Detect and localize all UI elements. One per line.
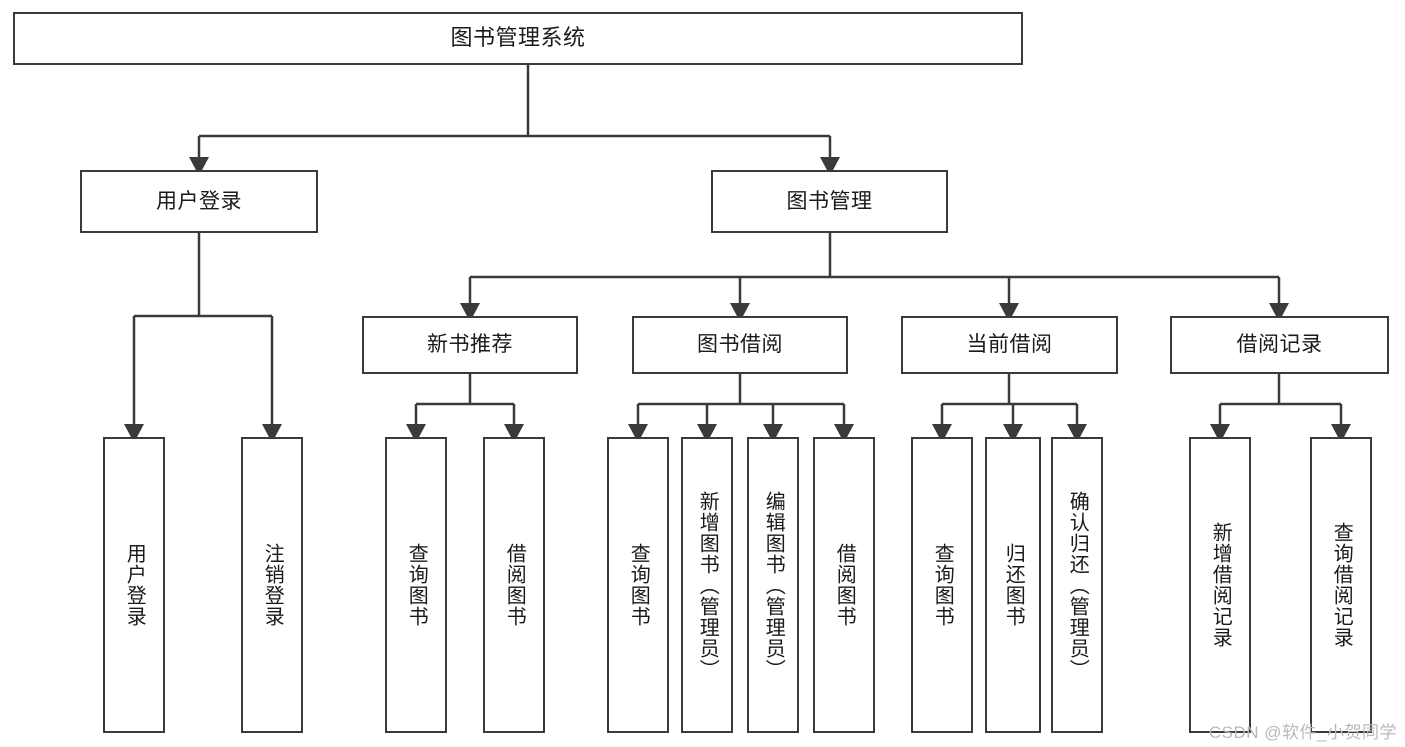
leaf-label: 借阅图书 bbox=[503, 543, 526, 627]
leaf-confirm-return-admin[interactable]: 确认归还（管理员） bbox=[1051, 437, 1103, 733]
leaf-query-book-current[interactable]: 查询图书 bbox=[911, 437, 973, 733]
leaf-user-logout[interactable]: 注销登录 bbox=[241, 437, 303, 733]
node-book-management[interactable]: 图书管理 bbox=[711, 170, 948, 233]
leaf-borrow-book[interactable]: 借阅图书 bbox=[813, 437, 875, 733]
leaf-label: 确认归还（管理员） bbox=[1066, 490, 1089, 680]
leaf-label: 注销登录 bbox=[261, 543, 284, 627]
leaf-add-book-admin[interactable]: 新增图书（管理员） bbox=[681, 437, 733, 733]
node-root-label: 图书管理系统 bbox=[450, 25, 586, 51]
leaf-label: 查询图书 bbox=[931, 543, 954, 627]
leaf-edit-book-admin[interactable]: 编辑图书（管理员） bbox=[747, 437, 799, 733]
node-root[interactable]: 图书管理系统 bbox=[13, 12, 1023, 65]
watermark: CSDN @软件_小贺同学 bbox=[1208, 723, 1397, 742]
leaf-return-book[interactable]: 归还图书 bbox=[985, 437, 1041, 733]
leaf-query-book-recommend[interactable]: 查询图书 bbox=[385, 437, 447, 733]
leaf-label: 新增图书（管理员） bbox=[696, 490, 719, 680]
leaf-borrow-book-recommend[interactable]: 借阅图书 bbox=[483, 437, 545, 733]
node-current-borrow-label: 当前借阅 bbox=[966, 333, 1053, 357]
leaf-label: 归还图书 bbox=[1002, 543, 1025, 627]
node-user-login[interactable]: 用户登录 bbox=[80, 170, 318, 233]
node-borrow-record-label: 借阅记录 bbox=[1236, 333, 1323, 357]
leaf-query-book-borrow[interactable]: 查询图书 bbox=[607, 437, 669, 733]
leaf-label: 查询借阅记录 bbox=[1330, 522, 1353, 648]
leaf-label: 查询图书 bbox=[627, 543, 650, 627]
node-borrow-record[interactable]: 借阅记录 bbox=[1170, 316, 1389, 374]
node-book-borrow-label: 图书借阅 bbox=[697, 333, 783, 357]
node-user-login-label: 用户登录 bbox=[156, 189, 242, 213]
leaf-label: 用户登录 bbox=[123, 543, 146, 627]
leaf-add-borrow-record[interactable]: 新增借阅记录 bbox=[1189, 437, 1251, 733]
leaf-label: 新增借阅记录 bbox=[1209, 522, 1232, 648]
leaf-label: 编辑图书（管理员） bbox=[762, 490, 785, 680]
leaf-user-login[interactable]: 用户登录 bbox=[103, 437, 165, 733]
node-current-borrow[interactable]: 当前借阅 bbox=[901, 316, 1118, 374]
node-new-book-recommend-label: 新书推荐 bbox=[427, 333, 513, 357]
leaf-label: 查询图书 bbox=[405, 543, 428, 627]
leaf-label: 借阅图书 bbox=[833, 543, 856, 627]
node-book-management-label: 图书管理 bbox=[786, 189, 873, 213]
node-new-book-recommend[interactable]: 新书推荐 bbox=[362, 316, 578, 374]
leaf-query-borrow-record[interactable]: 查询借阅记录 bbox=[1310, 437, 1372, 733]
node-book-borrow[interactable]: 图书借阅 bbox=[632, 316, 848, 374]
